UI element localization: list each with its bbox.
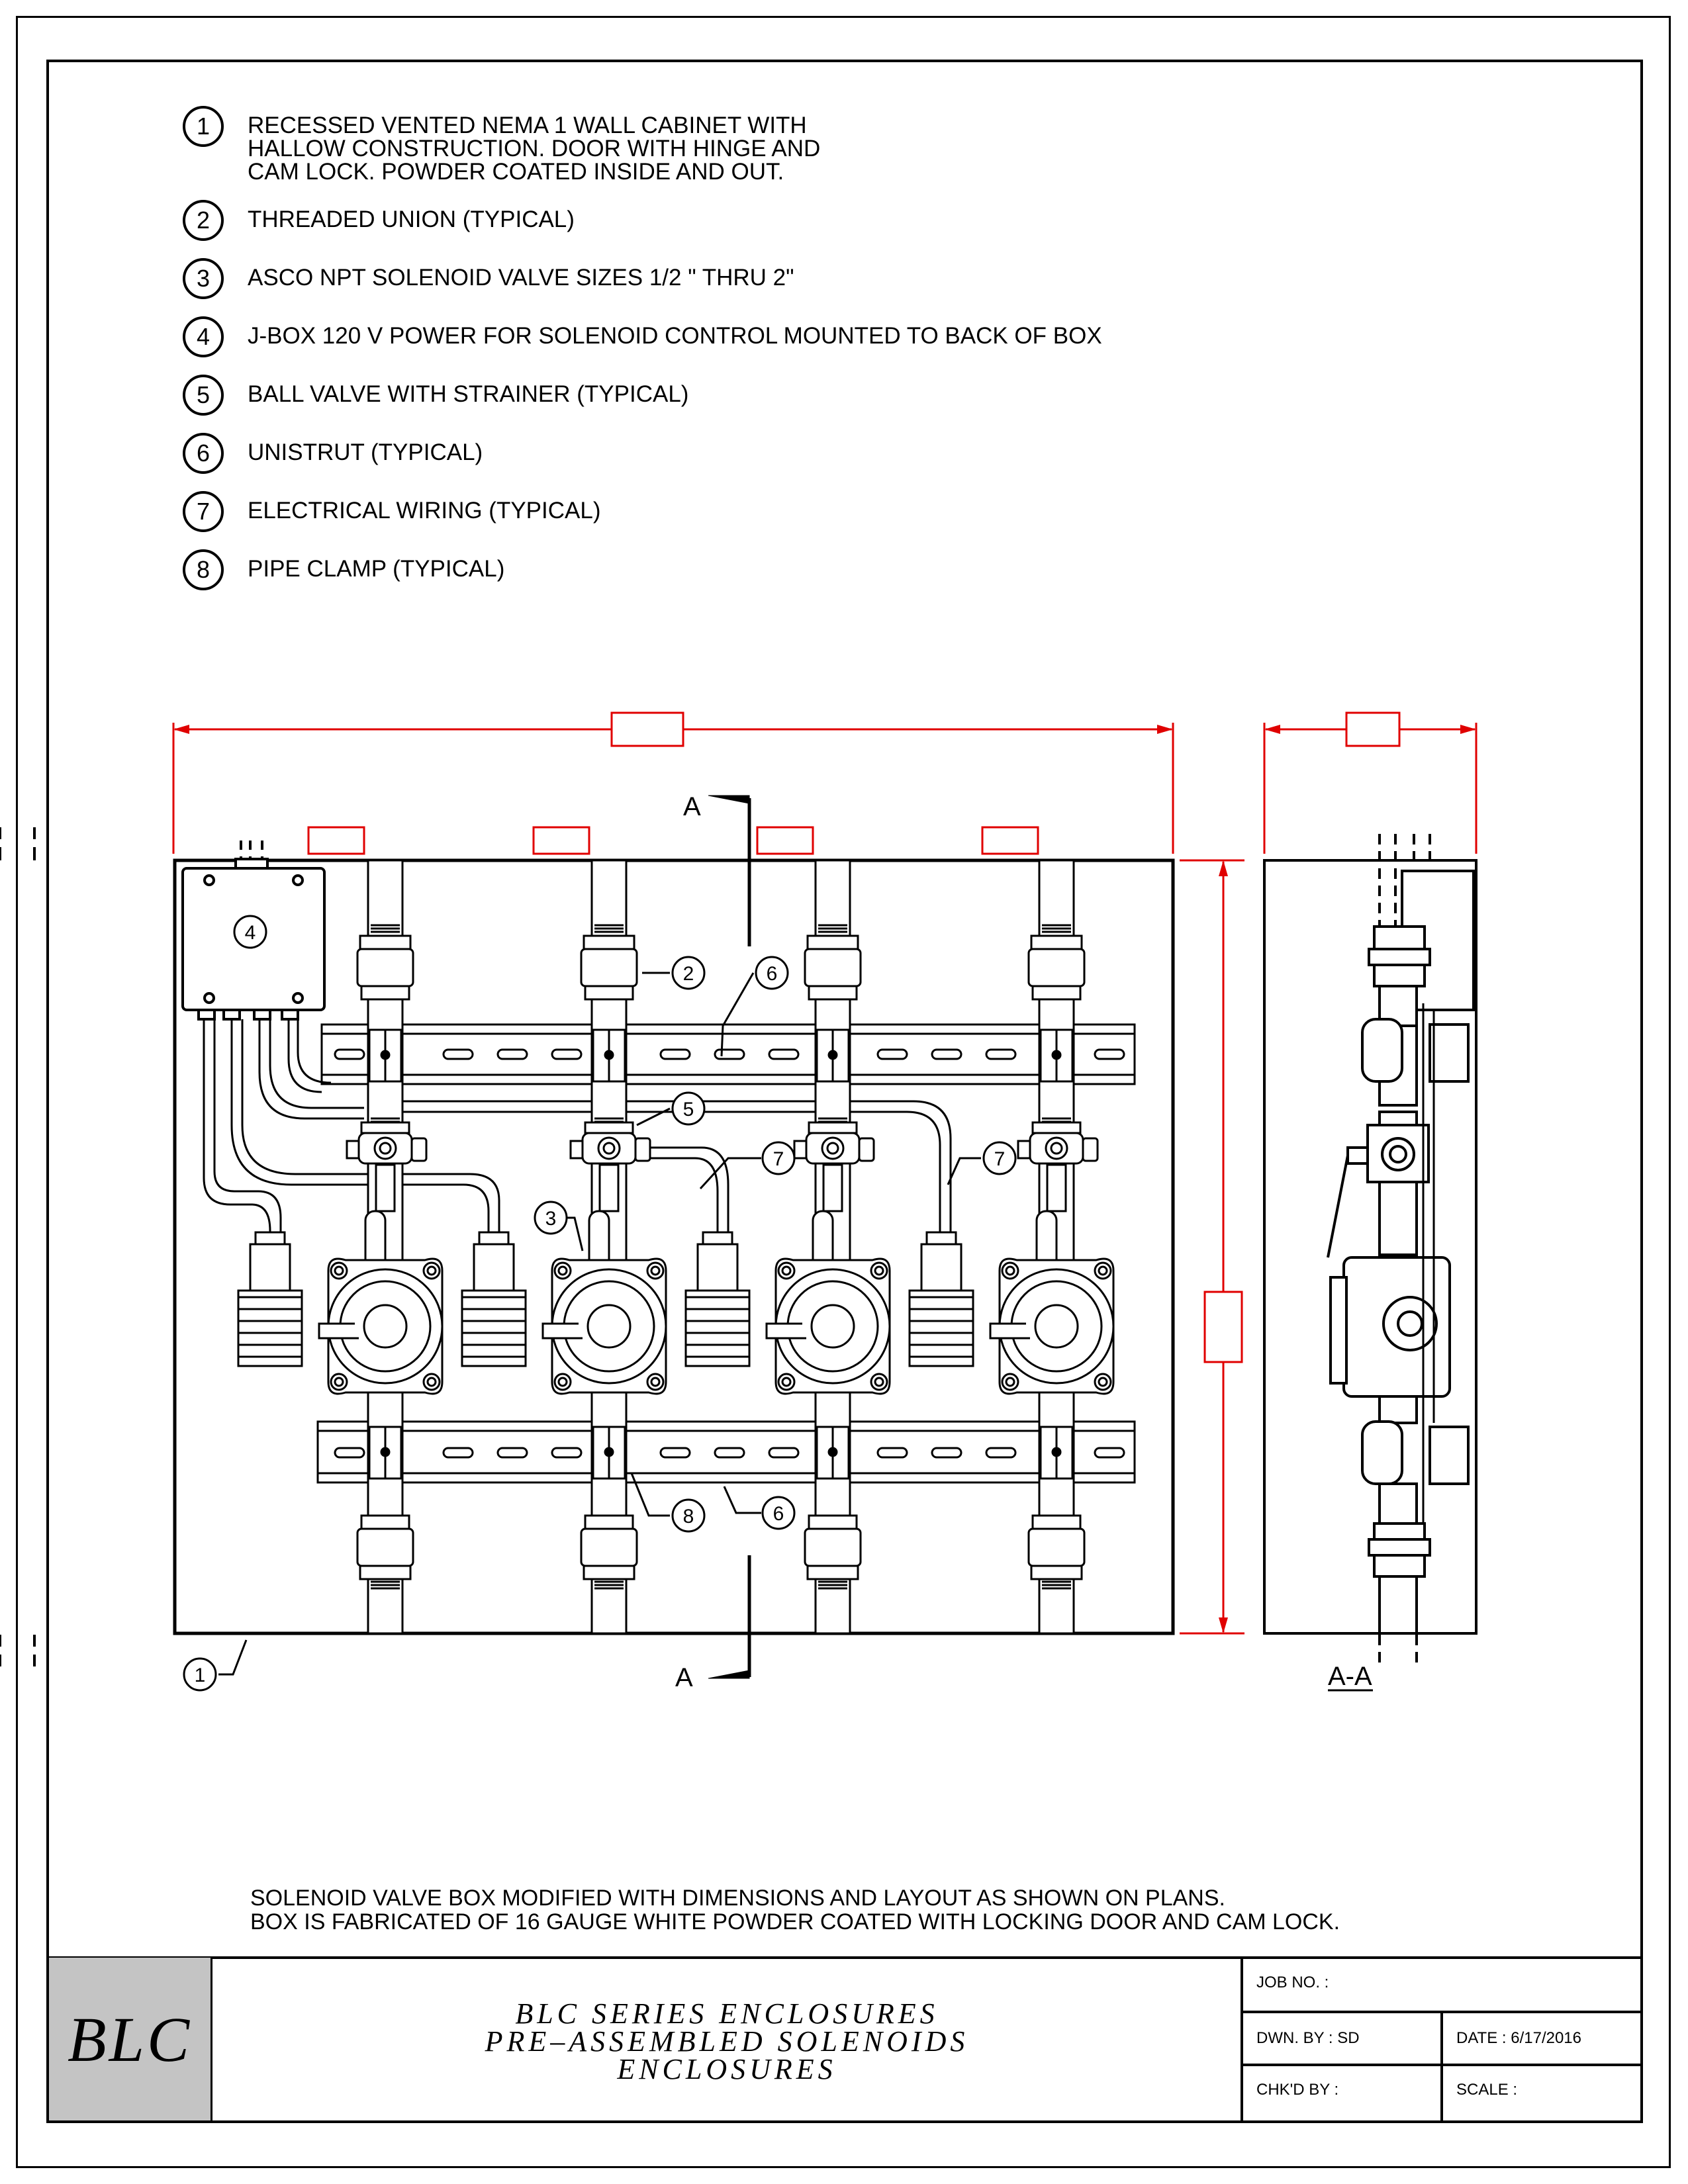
svg-text:7: 7 — [773, 1148, 784, 1170]
date: DATE : 6/17/2016 — [1456, 2029, 1581, 2047]
section-labels: A A A-A — [675, 792, 1373, 1692]
note-number: 3 — [183, 258, 224, 299]
valve-assembly-2 — [461, 859, 667, 1635]
note-5: 5 BALL VALVE WITH STRAINER (TYPICAL) — [183, 375, 688, 416]
title-line-1: BLC SERIES ENCLOSURES — [515, 1997, 939, 2030]
drawn-by: DWN. BY : SD — [1256, 2029, 1360, 2047]
callout-6-top: 6 — [755, 956, 789, 990]
checked-by: CHK'D BY : — [1256, 2081, 1339, 2099]
inner-border — [46, 60, 1643, 2123]
pipe-breaks — [0, 827, 36, 1666]
note-2: 2 THREADED UNION (TYPICAL) — [183, 200, 575, 241]
callout-8: 8 — [671, 1498, 706, 1533]
note-7: 7 ELECTRICAL WIRING (TYPICAL) — [183, 491, 601, 532]
job-no: JOB NO. : — [1256, 1974, 1329, 1991]
note-text: PIPE CLAMP (TYPICAL) — [248, 556, 505, 582]
section-cut — [708, 795, 751, 1679]
callout-6-bottom: 6 — [761, 1496, 796, 1530]
electrical-wiring — [203, 1019, 952, 1257]
callout-4: 4 — [233, 915, 267, 949]
note-text: J-BOX 120 V POWER FOR SOLENOID CONTROL M… — [248, 323, 1102, 349]
valve-assemblies — [237, 859, 1115, 1635]
note-number: 1 — [183, 106, 224, 147]
svg-text:6: 6 — [767, 963, 778, 985]
svg-text:4: 4 — [245, 922, 256, 944]
note-number: 4 — [183, 316, 224, 357]
section-label: A-A — [1328, 1662, 1372, 1691]
note-number: 5 — [183, 375, 224, 416]
note-number: 6 — [183, 433, 224, 474]
plan-note: SOLENOID VALVE BOX MODIFIED WITH DIMENSI… — [250, 1886, 1340, 1934]
logo: BLC — [49, 1958, 212, 2120]
svg-text:2: 2 — [683, 963, 694, 985]
callout-1: 1 — [183, 1657, 217, 1692]
scale: SCALE : — [1456, 2081, 1518, 2099]
title-block-grid — [48, 1956, 1642, 2122]
callout-7-a: 7 — [761, 1141, 796, 1175]
note-6: 6 UNISTRUT (TYPICAL) — [183, 433, 483, 474]
cabinet-outline — [173, 858, 1175, 1635]
callout-5: 5 — [671, 1091, 706, 1126]
note-number: 7 — [183, 491, 224, 532]
callout-2: 2 — [671, 956, 706, 990]
section-view — [1263, 834, 1477, 1668]
note-text: RECESSED VENTED NEMA 1 WALL CABINET WITH… — [248, 113, 821, 185]
note-4: 4 J-BOX 120 V POWER FOR SOLENOID CONTROL… — [183, 316, 1102, 357]
dimension-lines — [172, 711, 1477, 1635]
valve-assembly-4 — [908, 859, 1115, 1635]
note-number: 2 — [183, 200, 224, 241]
svg-text:7: 7 — [994, 1148, 1006, 1170]
note-3: 3 ASCO NPT SOLENOID VALVE SIZES 1/2 " TH… — [183, 258, 794, 299]
rail-slots — [334, 1048, 1125, 1459]
svg-text:3: 3 — [545, 1208, 557, 1230]
note-8: 8 PIPE CLAMP (TYPICAL) — [183, 549, 504, 590]
note-text: ASCO NPT SOLENOID VALVE SIZES 1/2 " THRU… — [248, 265, 794, 291]
note-number: 8 — [183, 549, 224, 590]
outer-border — [16, 16, 1671, 2168]
title-line-3: ENCLOSURES — [617, 2053, 837, 2085]
note-text: THREADED UNION (TYPICAL) — [248, 206, 575, 232]
note-text: UNISTRUT (TYPICAL) — [248, 439, 483, 465]
note-text: BALL VALVE WITH STRAINER (TYPICAL) — [248, 381, 689, 407]
valve-assembly-3 — [684, 859, 891, 1635]
section-mark-top: A — [683, 792, 701, 821]
callout-3: 3 — [534, 1201, 568, 1235]
title-line-2: PRE–ASSEMBLED SOLENOIDS — [485, 2025, 969, 2058]
note-text: ELECTRICAL WIRING (TYPICAL) — [248, 498, 601, 523]
svg-text:1: 1 — [195, 1664, 206, 1686]
callout-7-b: 7 — [982, 1141, 1017, 1175]
callouts: 1 4 2 6 5 7 7 3 8 6 — [183, 915, 1017, 1692]
svg-text:5: 5 — [683, 1099, 694, 1120]
drawing-title: BLC SERIES ENCLOSURES PRE–ASSEMBLED SOLE… — [212, 1997, 1242, 2085]
leader-lines — [218, 972, 981, 1676]
valve-assembly-1 — [237, 859, 444, 1635]
note-1: 1 RECESSED VENTED NEMA 1 WALL CABINET WI… — [183, 106, 820, 183]
svg-text:8: 8 — [683, 1506, 694, 1527]
logo-text: BLC — [67, 2003, 193, 2075]
svg-text:6: 6 — [773, 1503, 784, 1525]
section-mark-bottom: A — [675, 1663, 693, 1692]
